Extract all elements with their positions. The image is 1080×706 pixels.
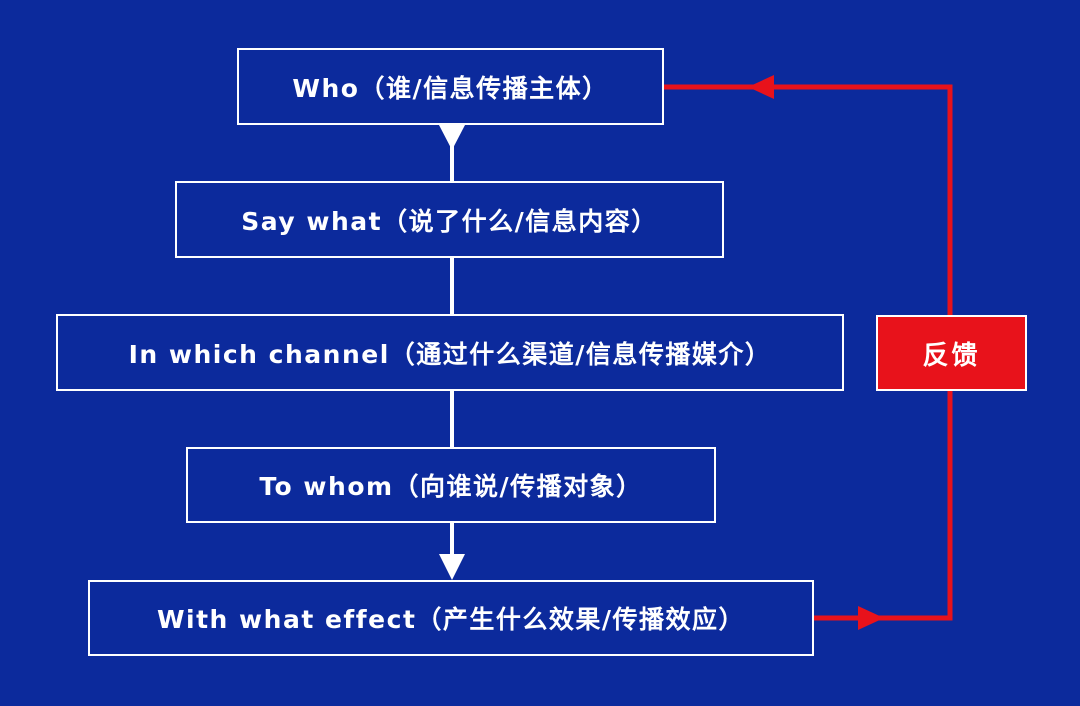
step-effect-label: With what effect（产生什么效果/传播效应） (156, 605, 746, 634)
step-channel-box: In which channel（通过什么渠道/信息传播媒介） (56, 314, 844, 391)
step-say-what-label: Say what（说了什么/信息内容） (241, 206, 658, 236)
feedback-box: 反馈 (876, 315, 1027, 391)
step-who-label: Who（谁/信息传播主体） (292, 73, 609, 103)
step-to-whom-box: To whom（向谁说/传播对象） (186, 447, 716, 523)
feedback-loop-line-lower (814, 391, 953, 621)
step-who-box: Who（谁/信息传播主体） (237, 48, 664, 125)
step-to-whom-label: To whom（向谁说/传播对象） (259, 472, 643, 501)
step-channel-label: In which channel（通过什么渠道/信息传播媒介） (128, 339, 772, 369)
arrowhead-whom-effect (439, 554, 465, 580)
feedback-label: 反馈 (922, 340, 981, 371)
arrowhead-who-say (439, 125, 465, 150)
feedback-arrowhead-left (748, 75, 774, 99)
step-effect-box: With what effect（产生什么效果/传播效应） (88, 580, 814, 656)
feedback-arrowhead-right (858, 606, 884, 630)
step-say-what-box: Say what（说了什么/信息内容） (175, 181, 724, 258)
